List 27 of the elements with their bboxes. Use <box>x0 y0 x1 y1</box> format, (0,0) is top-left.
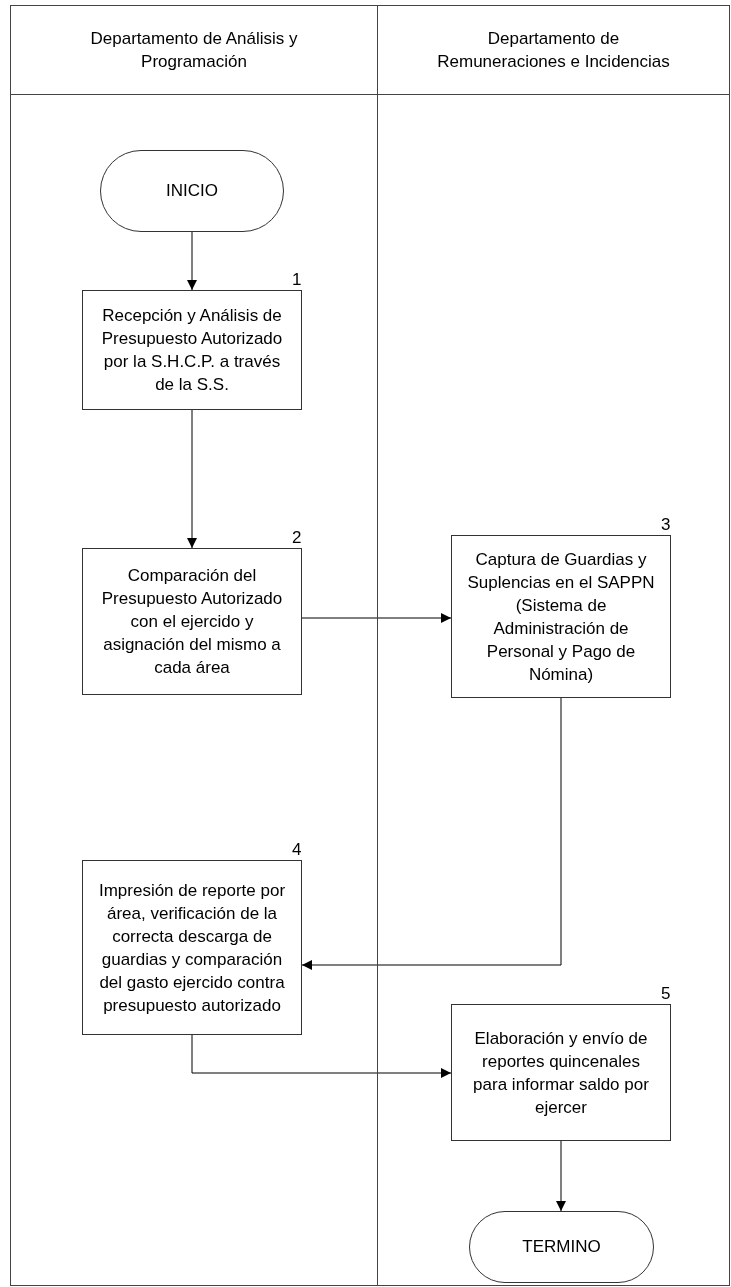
arrow <box>301 697 562 970</box>
process-box <box>82 290 302 410</box>
process-text: Impresión de reporte por área, verificación de la correcta descarga de guardias y comparación del gasto ejercido contra presupuesto autorizado <box>97 879 287 1017</box>
lane-header: Departamento de Remuneraciones e Incidencias <box>436 28 671 73</box>
arrow <box>301 613 452 623</box>
step-number: 1 <box>292 271 302 289</box>
swimlane <box>10 5 378 1286</box>
arrow <box>187 231 197 291</box>
step-number: 5 <box>661 985 671 1003</box>
lane-header: Departamento de Análisis y Programación <box>89 28 299 73</box>
process-text: Captura de Guardias y Suplencias en el SAPPN (Sistema de Administración de Personal y Pago de Nómina) <box>466 548 656 686</box>
arrow <box>191 1034 452 1078</box>
process-text: Comparación del Presupuesto Autorizado con el ejercido y asignación del mismo a cada área <box>100 565 284 679</box>
process-box <box>82 548 302 695</box>
step-number: 4 <box>292 841 302 859</box>
process-box <box>82 860 302 1035</box>
swimlane <box>378 5 730 1286</box>
terminator-text: INICIO <box>166 181 218 201</box>
step-number: 3 <box>661 516 671 534</box>
process-box <box>451 1004 671 1141</box>
arrow <box>556 1140 566 1212</box>
process-text: Elaboración y envío de reportes quincenales para informar saldo por ejercer <box>472 1027 650 1119</box>
process-text: Recepción y Análisis de Presupuesto Autorizado por la S.H.C.P. a través de la S.S. <box>100 305 284 396</box>
terminator-text: TERMINO <box>522 1237 601 1257</box>
arrow <box>187 409 197 549</box>
process-box <box>451 535 671 698</box>
step-number: 2 <box>292 529 302 547</box>
